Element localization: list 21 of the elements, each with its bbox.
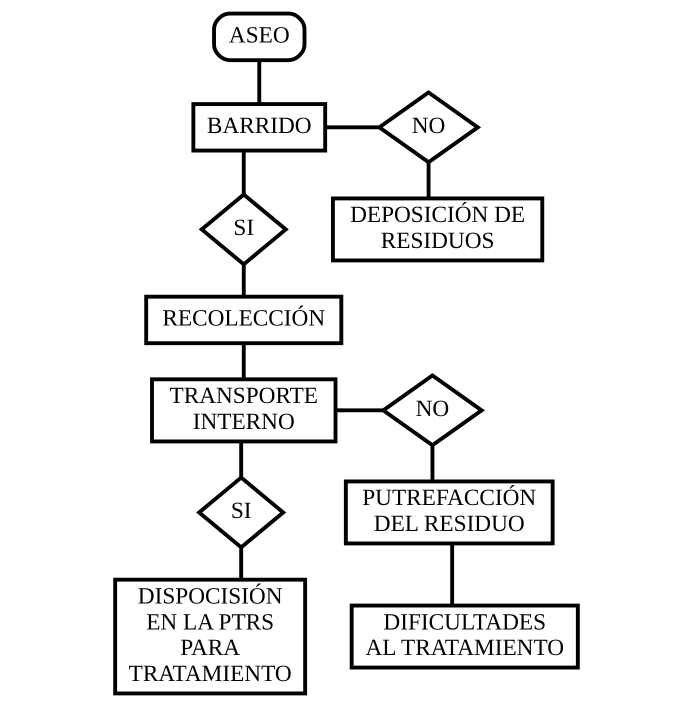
- connector: [324, 125, 379, 130]
- connector: [238, 548, 243, 580]
- node-diamond: SI: [196, 475, 286, 550]
- node-diamond: SI: [198, 192, 288, 267]
- node-box: DISPOCISIÓN EN LA PTRS PARA TRATAMIENTO: [112, 578, 307, 696]
- node-box: DEPOSICIÓN DE RESIDUOS: [330, 196, 544, 262]
- connector: [450, 544, 454, 606]
- node-box: ASEO: [212, 12, 306, 62]
- node-box: PUTREFACCIÓN DEL RESIDUO: [343, 480, 554, 546]
- node-box: RECOLECCIÓN: [144, 294, 343, 346]
- node-box: BARRIDO: [190, 102, 327, 153]
- connector: [256, 60, 261, 104]
- connector: [241, 264, 246, 297]
- connector: [430, 446, 434, 482]
- connector: [335, 408, 383, 412]
- connector: [241, 343, 246, 380]
- connector: [241, 151, 246, 194]
- node-box: TRANSPORTE INTERNO: [150, 377, 337, 444]
- node-box: DIFICULTADES AL TRATAMIENTO: [349, 604, 580, 670]
- connector: [238, 442, 243, 478]
- connector: [426, 162, 430, 198]
